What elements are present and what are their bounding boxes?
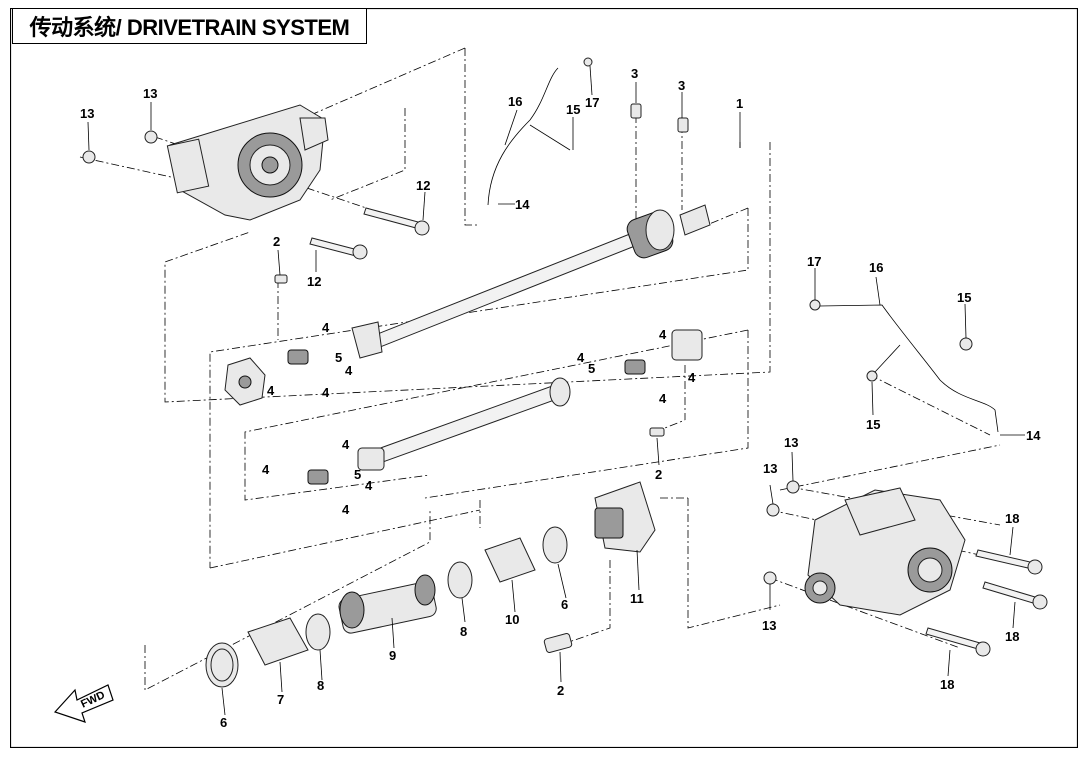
callout-17: 17 bbox=[807, 254, 821, 269]
prop-shaft-front bbox=[351, 204, 711, 359]
callout-8: 8 bbox=[317, 678, 324, 693]
callout-18: 18 bbox=[1005, 511, 1019, 526]
callout-15: 15 bbox=[957, 290, 971, 305]
callout-13: 13 bbox=[80, 106, 94, 121]
callout-4: 4 bbox=[345, 363, 353, 378]
callout-7: 7 bbox=[277, 692, 284, 707]
prop-shaft-rear bbox=[357, 377, 571, 471]
callout-18: 18 bbox=[940, 677, 954, 692]
callout-9: 9 bbox=[389, 648, 396, 663]
callout-14: 14 bbox=[1026, 428, 1041, 443]
callout-4: 4 bbox=[322, 320, 330, 335]
callout-15: 15 bbox=[566, 102, 580, 117]
callout-4: 4 bbox=[577, 350, 585, 365]
callout-4: 4 bbox=[322, 385, 330, 400]
callout-6: 6 bbox=[220, 715, 227, 730]
diagram-frame bbox=[10, 8, 1078, 748]
callout-5: 5 bbox=[588, 361, 595, 376]
callout-17: 17 bbox=[585, 95, 599, 110]
callout-13: 13 bbox=[763, 461, 777, 476]
callout-4: 4 bbox=[688, 370, 696, 385]
callout-4: 4 bbox=[342, 502, 350, 517]
fasteners bbox=[82, 103, 1048, 657]
callout-4: 4 bbox=[267, 383, 275, 398]
callout-2: 2 bbox=[273, 234, 280, 249]
callout-4: 4 bbox=[659, 327, 667, 342]
fwd-arrow-icon: FWD bbox=[53, 684, 114, 723]
callout-4: 4 bbox=[262, 462, 270, 477]
callout-13: 13 bbox=[762, 618, 776, 633]
callout-3: 3 bbox=[631, 66, 638, 81]
callout-2: 2 bbox=[655, 467, 662, 482]
callout-3: 3 bbox=[678, 78, 685, 93]
callout-13: 13 bbox=[143, 86, 157, 101]
callout-labels: 1 2 2 2 3 3 4 4 4 4 4 4 4 4 4 4 4 4 5 5 … bbox=[80, 66, 1041, 730]
callout-6: 6 bbox=[561, 597, 568, 612]
callout-14: 14 bbox=[515, 197, 530, 212]
front-differential bbox=[166, 104, 329, 221]
page-title: 传动系统/ DRIVETRAIN SYSTEM bbox=[12, 8, 367, 44]
callout-16: 16 bbox=[869, 260, 883, 275]
callout-8: 8 bbox=[460, 624, 467, 639]
rear-differential bbox=[804, 487, 966, 616]
vent-hoses bbox=[487, 57, 999, 433]
leader-lines bbox=[87, 65, 1025, 716]
callout-12: 12 bbox=[416, 178, 430, 193]
callout-5: 5 bbox=[354, 467, 361, 482]
callout-18: 18 bbox=[1005, 629, 1019, 644]
callout-13: 13 bbox=[784, 435, 798, 450]
callout-10: 10 bbox=[505, 612, 519, 627]
callout-1: 1 bbox=[736, 96, 743, 111]
callout-4: 4 bbox=[342, 437, 350, 452]
cv-components bbox=[205, 481, 656, 688]
front-flange bbox=[224, 357, 266, 406]
callout-15: 15 bbox=[866, 417, 880, 432]
u-joints bbox=[287, 329, 703, 485]
callout-16: 16 bbox=[508, 94, 522, 109]
callout-12: 12 bbox=[307, 274, 321, 289]
callout-4: 4 bbox=[659, 391, 667, 406]
callout-5: 5 bbox=[335, 350, 342, 365]
callout-2: 2 bbox=[557, 683, 564, 698]
callout-4: 4 bbox=[365, 478, 373, 493]
callout-11: 11 bbox=[630, 591, 644, 606]
